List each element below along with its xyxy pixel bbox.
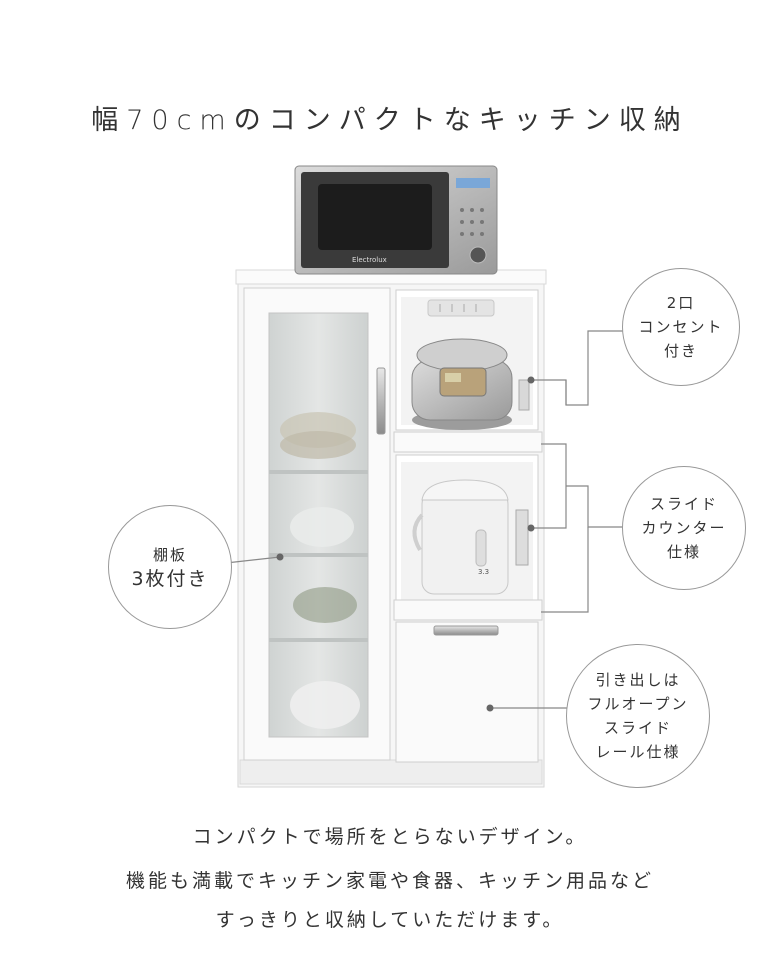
callout-shelf-line2: 3枚付き: [131, 568, 209, 590]
bowl: [290, 507, 354, 547]
shelf-board: [269, 553, 368, 557]
outlet-icon: [518, 379, 530, 411]
green-bowl: [293, 587, 357, 623]
callout-drawer-line2: フルオープン: [587, 695, 689, 713]
callout-drawer-line1: 引き出しは: [595, 671, 681, 689]
door-handle: [376, 367, 386, 435]
callout-dot: [527, 376, 535, 384]
callout-outlet-line1: 2口: [666, 294, 696, 312]
callout-dot: [486, 704, 494, 712]
page-title: 幅70cmのコンパクトなキッチン収納: [91, 105, 689, 136]
callout-lines: [225, 330, 625, 709]
outlet-icon: [515, 509, 529, 566]
callout-outlet-line3: 付き: [663, 342, 698, 360]
electric-pot: 3.3: [412, 479, 509, 595]
callout-dot: [527, 524, 535, 532]
callout-slide-line1: スライド: [649, 495, 718, 513]
callout-drawer: 引き出しは フルオープン スライド レール仕様: [566, 644, 710, 788]
callout-slide-line2: カウンター: [641, 519, 727, 537]
callout-slide-counter: スライド カウンター 仕様: [622, 466, 746, 590]
callout-outlet-line2: コンセント: [638, 318, 724, 336]
pot-label: 3.3: [478, 568, 489, 576]
callout-drawer-line3: スライド: [603, 719, 672, 737]
rice-cooker: [411, 338, 513, 430]
vent-icon: [427, 299, 495, 317]
shelf-board: [269, 470, 368, 474]
callout-dot: [276, 553, 284, 561]
description-line2: 機能も満載でキッチン家電や食器、キッチン用品など: [125, 870, 654, 892]
callout-drawer-line4: レール仕様: [595, 743, 681, 761]
description-line1: コンパクトで場所をとらないデザイン。: [192, 826, 588, 848]
dish-stack: [290, 681, 360, 729]
glass-door: [243, 287, 391, 761]
drawer: [395, 621, 539, 763]
callout-slide-line3: 仕様: [666, 543, 701, 561]
callout-shelf: 棚板 3枚付き: [108, 505, 232, 629]
upper-slide-counter: [393, 431, 543, 453]
lower-slide-counter: [393, 599, 543, 621]
drawer-handle: [433, 625, 499, 636]
callout-shelf-line1: 棚板: [152, 546, 187, 564]
microwave-brand: Electrolux: [352, 256, 387, 264]
callout-outlet: 2口 コンセント 付き: [622, 268, 740, 386]
shelf-board: [269, 638, 368, 642]
description-line3: すっきりと収納していただけます。: [215, 909, 565, 931]
microwave: Electrolux: [294, 165, 498, 275]
